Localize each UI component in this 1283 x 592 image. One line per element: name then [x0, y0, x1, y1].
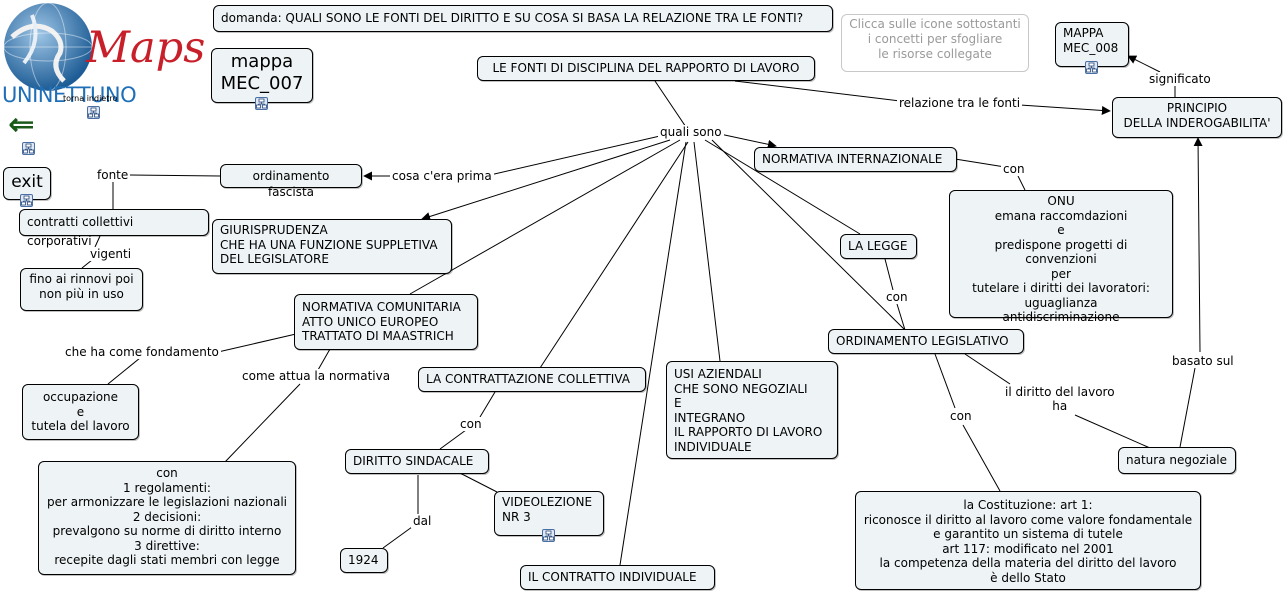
map-title-node[interactable]: mappa MEC_007: [211, 48, 313, 103]
node-videolezione[interactable]: VIDEOLEZIONE NR 3: [494, 491, 604, 536]
logo-script-text: Maps: [86, 23, 206, 73]
link-label-con-costituzione[interactable]: con: [948, 409, 974, 423]
node-costituzione[interactable]: la Costituzione: art 1: riconosce il dir…: [855, 491, 1201, 590]
link-label-vigenti[interactable]: vigenti: [88, 247, 134, 261]
edge-fonti-qualisono: [654, 80, 691, 134]
link-label-basato-sul[interactable]: basato sul: [1170, 354, 1236, 368]
node-fonti-disciplina[interactable]: LE FONTI DI DISCIPLINA DEL RAPPORTO DI L…: [477, 56, 815, 81]
edge-con-sindacale: [439, 429, 467, 450]
question-header: domanda: QUALI SONO LE FONTI DEL DIRITTO…: [213, 5, 833, 32]
node-contratto-individuale[interactable]: IL CONTRATTO INDIVIDUALE: [520, 565, 715, 590]
edge-qs-contrattazione: [539, 141, 689, 369]
link-label-come-attua[interactable]: come attua la normativa: [240, 369, 393, 383]
edge-fondamento-occupazione: [107, 357, 141, 385]
node-onu[interactable]: ONU emana raccomdazioni e predispone pro…: [949, 190, 1173, 324]
resource-icon[interactable]: [255, 97, 268, 110]
resource-icon[interactable]: [1085, 61, 1098, 74]
edge-vigenti-rinnovi: [81, 259, 93, 269]
edge-qs-contrattoindividuale: [619, 141, 687, 566]
edge-con-onu: [1017, 175, 1026, 191]
link-label-diritto-lavoro-ha[interactable]: il diritto del lavoro ha: [1003, 385, 1117, 413]
link-label-fonte[interactable]: fonte: [95, 168, 131, 182]
edge-comunitaria-fondamento: [217, 333, 297, 353]
node-principio-inderogabilita[interactable]: PRINCIPIO DELLA INDEROGABILITA': [1112, 97, 1282, 138]
node-normativa-comunitaria[interactable]: NORMATIVA COMUNITARIA ATTO UNICO EUROPEO…: [294, 294, 478, 350]
edge-qs-cosaprima: [489, 135, 661, 176]
edge-qs-internazionale: [719, 133, 777, 149]
node-ordinamento-fascista[interactable]: ordinamento fascista: [220, 164, 362, 199]
edge-sindacale-video: [455, 470, 498, 493]
edge-legge-con: [884, 258, 894, 291]
edge-dirittolavoro-natura: [1074, 414, 1151, 449]
edge-contrattazione-con: [479, 391, 496, 418]
node-contrattazione-collettiva[interactable]: LA CONTRATTAZIONE COLLETTIVA: [418, 367, 646, 392]
edge-con-costituzione: [962, 424, 1001, 492]
back-arrow-icon[interactable]: ⇐: [8, 105, 35, 143]
uninettuno-maps-logo[interactable]: Maps UNINETTUNO torna indietro: [0, 0, 205, 110]
link-label-con-sindacale[interactable]: con: [458, 417, 484, 431]
edge-natura-basato: [1179, 367, 1196, 448]
instructions-hint: Clicca sulle icone sottostanti i concett…: [841, 14, 1029, 72]
link-label-cosa-prima[interactable]: cosa c'era prima: [390, 169, 494, 183]
resource-icon[interactable]: [542, 529, 555, 542]
edge-qs-giurisprudenza: [421, 139, 671, 221]
edge-ordleg-dirittolavoro: [964, 353, 1011, 385]
globe-icon: [3, 2, 93, 92]
resource-icon[interactable]: [22, 142, 35, 155]
edge-come-regolamenti: [224, 383, 301, 463]
node-natura-negoziale[interactable]: natura negoziale: [1118, 447, 1236, 474]
edge-ordleg-con: [934, 353, 956, 409]
edge-basato-principio: [1193, 137, 1203, 353]
node-ordinamento-legislativo[interactable]: ORDINAMENTO LEGISLATIVO: [828, 329, 1024, 354]
node-normativa-internazionale[interactable]: NORMATIVA INTERNAZIONALE: [754, 147, 957, 172]
edge-internaz-con: [954, 158, 1006, 168]
edge-relazione-principio: [1019, 104, 1111, 115]
node-diritto-sindacale[interactable]: DIRITTO SINDACALE: [345, 449, 489, 474]
node-contratti-corporativi[interactable]: contratti collettivi corporativi: [19, 209, 209, 248]
edge-qs-ordlegislativo: [711, 139, 906, 331]
link-label-che-ha-come-fondamento[interactable]: che ha come fondamento: [63, 345, 221, 359]
link-label-quali-sono[interactable]: quali sono: [658, 125, 724, 139]
link-label-dal[interactable]: dal: [411, 514, 434, 528]
node-regolamenti[interactable]: con 1 regolamenti: per armonizzare le le…: [38, 461, 296, 575]
resource-icon[interactable]: [87, 106, 100, 119]
node-la-legge[interactable]: LA LEGGE: [840, 234, 917, 259]
edge-qs-legge: [704, 139, 861, 235]
node-rinnovi[interactable]: fino ai rinnovi poi non più in uso: [20, 268, 143, 311]
edge-qs-usi: [693, 141, 721, 362]
node-1924[interactable]: 1924: [340, 548, 388, 573]
link-label-con-legge[interactable]: con: [884, 290, 910, 304]
edge-fascista-fonte: [129, 174, 221, 177]
edge-comunitaria-come: [317, 348, 331, 371]
resource-icon[interactable]: [20, 194, 33, 207]
edge-fonti-relazione: [734, 80, 901, 102]
link-label-significato[interactable]: significato: [1147, 72, 1213, 86]
node-usi-aziendali[interactable]: USI AZIENDALI CHE SONO NEGOZIALI E INTEG…: [666, 361, 838, 459]
node-giurisprudenza[interactable]: GIURISPRUDENZA CHE HA UNA FUNZIONE SUPPL…: [212, 219, 452, 274]
edge-qs-comunitaria: [409, 139, 681, 295]
edge-contratti-vigenti: [94, 235, 101, 248]
torna-indietro-label: torna indietro: [63, 94, 118, 103]
logo-brand-text: UNINETTUNO: [2, 83, 137, 107]
link-label-relazione[interactable]: relazione tra le fonti: [897, 96, 1023, 110]
edge-significato-mappa008: [1127, 55, 1161, 73]
link-label-con-onu[interactable]: con: [1001, 162, 1027, 176]
edge-dal-1924: [382, 526, 413, 549]
edge-con-ordlegislativo: [896, 303, 906, 331]
node-occupazione[interactable]: occupazione e tutela del lavoro: [22, 384, 139, 440]
